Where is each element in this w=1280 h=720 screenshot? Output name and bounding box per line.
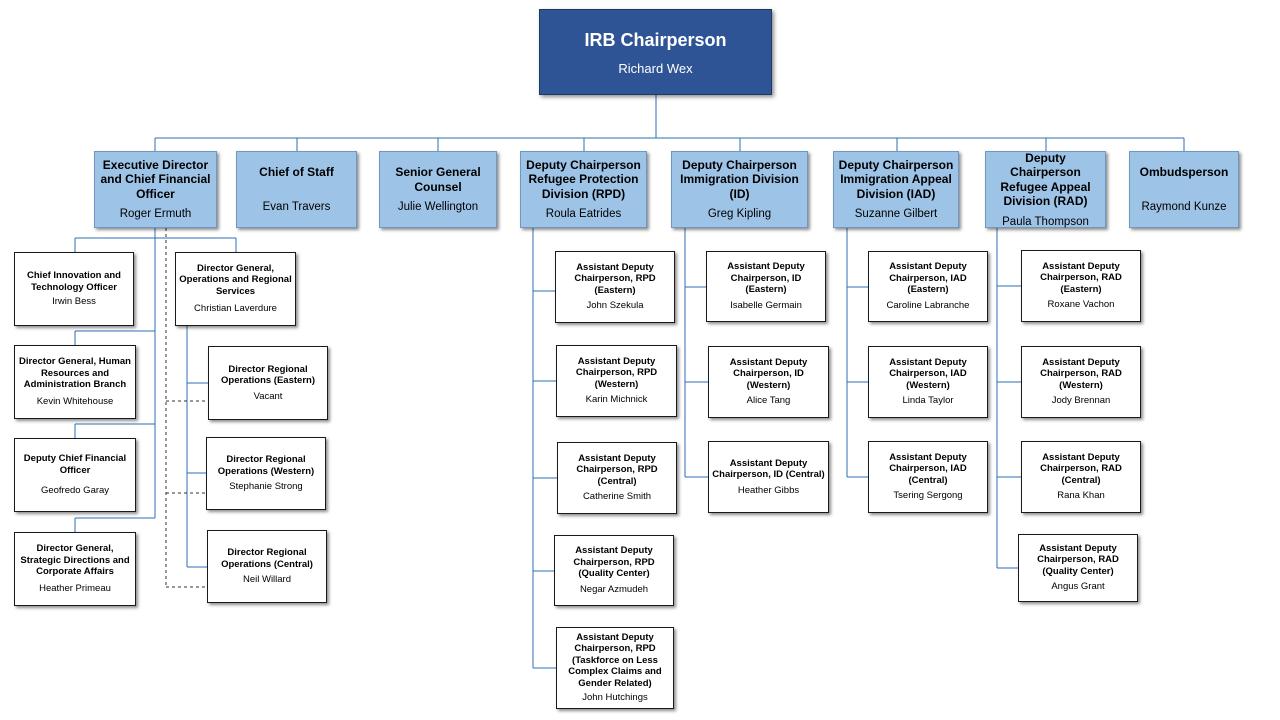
adc-rad-quality-box: Assistant Deputy Chairperson, RAD (Quali…: [1018, 534, 1138, 602]
box-person: Stephanie Strong: [229, 481, 303, 492]
adc-iad-eastern-box: Assistant Deputy Chairperson, IAD (Easte…: [868, 251, 988, 322]
box-title: Director Regional Operations (Eastern): [221, 363, 315, 387]
deputy-id-box: Deputy Chairperson Immigration Division …: [671, 151, 808, 228]
box-person: Angus Grant: [1051, 581, 1105, 593]
box-person: Raymond Kunze: [1141, 200, 1227, 213]
box-person: Catherine Smith: [582, 491, 652, 503]
box-title: Deputy Chairperson Refugee Appeal Divisi…: [1000, 150, 1091, 209]
adc-rpd-taskforce-box: Assistant Deputy Chairperson, RPD (Taskf…: [556, 627, 674, 709]
deputy-rpd-box: Deputy Chairperson Refugee Protection Di…: [520, 151, 647, 228]
adc-id-central-box: Assistant Deputy Chairperson, ID (Centra…: [708, 441, 829, 513]
box-person: Christian Laverdure: [194, 303, 277, 315]
adc-rpd-central-box: Assistant Deputy Chairperson, RPD (Centr…: [557, 442, 677, 514]
adc-rpd-quality-box: Assistant Deputy Chairperson, RPD (Quali…: [554, 535, 674, 606]
box-title: Assistant Deputy Chairperson, RPD (Quali…: [573, 545, 655, 580]
box-person: Karin Michnick: [585, 394, 648, 406]
dg-operations-box: Director General, Operations and Regiona…: [175, 252, 296, 326]
box-title: Assistant Deputy Chairperson, RPD (Weste…: [575, 355, 658, 390]
box-title: Assistant Deputy Chairperson, RPD (Taskf…: [568, 631, 662, 689]
adc-rpd-eastern-box: Assistant Deputy Chairperson, RPD (Easte…: [555, 251, 675, 323]
box-person: Kevin Whitehouse: [36, 395, 114, 407]
box-person: Geofredo Garay: [40, 485, 110, 496]
regional-ops-eastern-box: Director Regional Operations (Eastern) V…: [208, 346, 328, 420]
box-person: Jody Brennan: [1051, 395, 1111, 407]
deputy-iad-box: Deputy Chairperson Immigration Appeal Di…: [833, 151, 959, 228]
exec-director-box: Executive Director and Chief Financial O…: [94, 151, 217, 228]
box-title: Assistant Deputy Chairperson, RPD (Centr…: [576, 452, 658, 487]
box-person: Paula Thompson: [1002, 215, 1089, 228]
box-title: Assistant Deputy Chairperson, ID (Centra…: [712, 457, 825, 481]
box-person: Negar Azmudeh: [579, 583, 649, 595]
chief-of-staff-box: Chief of Staff Evan Travers: [236, 151, 357, 228]
box-title: Chief of Staff: [259, 165, 334, 180]
box-title: Director General, Operations and Regiona…: [179, 262, 292, 297]
chief-innovation-officer-box: Chief Innovation and Technology Officer …: [14, 252, 134, 326]
box-title: Assistant Deputy Chairperson, RAD (Easte…: [1040, 260, 1122, 295]
adc-rad-central-box: Assistant Deputy Chairperson, RAD (Centr…: [1021, 441, 1141, 513]
dg-strategic-directions-box: Director General, Strategic Directions a…: [14, 532, 136, 606]
box-person: Roula Eatrides: [545, 208, 622, 221]
box-person: Richard Wex: [618, 60, 693, 76]
adc-id-western-box: Assistant Deputy Chairperson, ID (Wester…: [708, 346, 829, 418]
box-person: Heather Gibbs: [737, 484, 800, 496]
box-person: Suzanne Gilbert: [854, 208, 938, 221]
box-person: Caroline Labranche: [886, 299, 970, 311]
adc-rad-western-box: Assistant Deputy Chairperson, RAD (Weste…: [1021, 346, 1141, 418]
box-person: Linda Taylor: [902, 395, 954, 407]
box-title: Chief Innovation and Technology Officer: [27, 270, 121, 293]
adc-rpd-western-box: Assistant Deputy Chairperson, RPD (Weste…: [556, 345, 677, 417]
adc-rad-eastern-box: Assistant Deputy Chairperson, RAD (Easte…: [1021, 250, 1141, 322]
box-title: Deputy Chief Financial Officer: [23, 453, 127, 476]
box-title: Director General, Human Resources and Ad…: [19, 356, 131, 391]
box-title: Ombudsperson: [1139, 165, 1229, 180]
box-person: Tsering Sergong: [893, 490, 963, 502]
box-title: Deputy Chairperson Immigration Division …: [680, 157, 799, 201]
regional-ops-central-box: Director Regional Operations (Central) N…: [207, 530, 327, 603]
box-person: Roxane Vachon: [1047, 299, 1115, 311]
box-person: Greg Kipling: [707, 208, 772, 221]
box-title: Assistant Deputy Chairperson, RAD (Quali…: [1037, 542, 1119, 577]
box-person: Isabelle Germain: [730, 299, 802, 311]
box-person: Vacant: [253, 390, 283, 402]
box-person: Alice Tang: [746, 395, 791, 407]
box-person: Roger Ermuth: [119, 208, 192, 221]
box-title: Assistant Deputy Chairperson, RPD (Easte…: [574, 261, 656, 296]
regional-ops-western-box: Director Regional Operations (Western) S…: [206, 437, 326, 510]
adc-id-eastern-box: Assistant Deputy Chairperson, ID (Easter…: [706, 251, 826, 322]
box-title: IRB Chairperson: [584, 29, 727, 50]
adc-iad-central-box: Assistant Deputy Chairperson, IAD (Centr…: [868, 441, 988, 513]
dg-human-resources-box: Director General, Human Resources and Ad…: [14, 345, 136, 419]
ombudsperson-box: Ombudsperson Raymond Kunze: [1129, 151, 1239, 228]
box-title: Assistant Deputy Chairperson, IAD (Weste…: [889, 356, 967, 391]
box-person: Evan Travers: [262, 200, 331, 213]
deputy-cfo-box: Deputy Chief Financial Officer Geofredo …: [14, 438, 136, 512]
box-title: Deputy Chairperson Refugee Protection Di…: [526, 157, 641, 201]
box-person: Heather Primeau: [39, 582, 111, 594]
irb-chairperson-box: IRB Chairperson Richard Wex: [539, 9, 772, 95]
box-title: Director General, Strategic Directions a…: [20, 543, 130, 578]
box-title: Assistant Deputy Chairperson, IAD (Centr…: [889, 451, 967, 486]
box-title: Senior General Counsel: [395, 165, 481, 194]
box-title: Director Regional Operations (Western): [217, 454, 315, 477]
box-title: Assistant Deputy Chairperson, RAD (Weste…: [1040, 356, 1122, 391]
box-title: Assistant Deputy Chairperson, ID (Wester…: [729, 356, 808, 391]
box-title: Assistant Deputy Chairperson, IAD (Easte…: [889, 261, 967, 296]
deputy-rad-box: Deputy Chairperson Refugee Appeal Divisi…: [985, 151, 1106, 228]
box-person: John Szekula: [586, 300, 644, 312]
box-person: John Hutchings: [582, 692, 648, 704]
box-title: Director Regional Operations (Central): [221, 547, 313, 570]
box-title: Assistant Deputy Chairperson, ID (Easter…: [727, 261, 805, 296]
box-person: Julie Wellington: [397, 201, 479, 213]
box-title: Deputy Chairperson Immigration Appeal Di…: [838, 157, 954, 201]
box-title: Executive Director and Chief Financial O…: [100, 157, 211, 201]
senior-general-counsel-box: Senior General Counsel Julie Wellington: [379, 151, 497, 228]
box-person: Rana Khan: [1057, 490, 1105, 502]
adc-iad-western-box: Assistant Deputy Chairperson, IAD (Weste…: [868, 346, 988, 418]
box-person: Irwin Bess: [52, 296, 96, 307]
box-title: Assistant Deputy Chairperson, RAD (Centr…: [1040, 451, 1122, 486]
box-person: Neil Willard: [242, 574, 292, 585]
